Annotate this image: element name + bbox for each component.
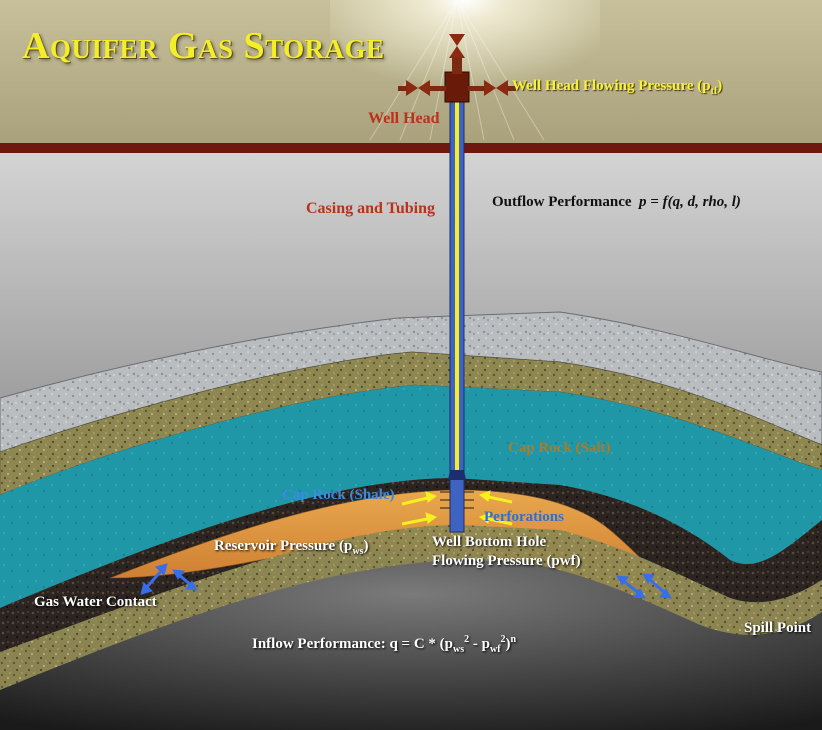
gas-water-contact-label: Gas Water Contact — [34, 594, 157, 610]
perforations-label: Perforations — [484, 509, 564, 525]
outflow-formula: p = f(q, d, rho, l) — [639, 194, 741, 210]
shale-caprock-layer — [0, 478, 822, 652]
well-bottom-hole-label: Well Bottom Hole Flowing Pressure (pwf) — [432, 534, 581, 569]
casing-tubing-label: Casing and Tubing — [306, 200, 435, 217]
glow-rays — [369, 0, 545, 141]
aquifer-water-layer — [0, 385, 822, 608]
spill-point-label: Spill Point — [744, 620, 812, 636]
cap-rock-salt-label: Cap Rock (Salt) — [508, 440, 611, 456]
well-head-label: Well Head — [368, 110, 440, 127]
lower-sandstone-layer — [0, 525, 822, 690]
inflow-arrows — [401, 490, 513, 526]
well-tubing — [455, 96, 459, 476]
well-head-pressure-label: Well Head Flowing Pressure (ptf) — [512, 78, 723, 97]
ground-band — [0, 143, 822, 153]
gwc-arrows — [140, 563, 672, 599]
deep-base — [0, 560, 822, 730]
inflow-performance-label: Inflow Performance: q = C * (pws2 - pwf2… — [252, 634, 517, 655]
well-head-assembly — [398, 34, 516, 103]
cap-rock-shale-label: Cap Rock (Shale) — [282, 487, 395, 503]
perforation-marks — [440, 491, 474, 509]
packer — [448, 470, 466, 480]
reservoir-pressure-label: Reservoir Pressure (pws) — [214, 538, 369, 557]
page-title: Aquifer Gas Storage — [22, 25, 385, 67]
outflow-performance-label: Outflow Performance p = f(q, d, rho, l) — [492, 194, 741, 210]
